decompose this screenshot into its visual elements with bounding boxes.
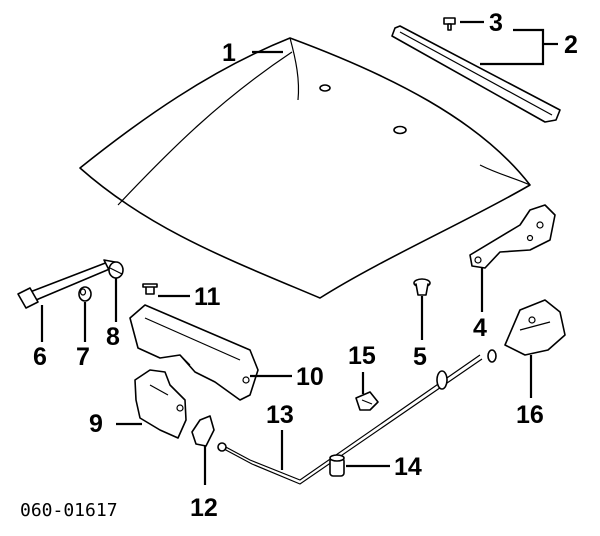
diagram-reference-code: 060-01617: [20, 500, 118, 521]
callout-5: 5: [413, 343, 427, 371]
prop-rod-holder: [108, 261, 124, 279]
latch-support-bracket: [129, 304, 259, 401]
prop-rod-grommet: [78, 286, 92, 302]
release-handle: [191, 415, 215, 447]
callout-12: 12: [190, 494, 218, 522]
callout-14: 14: [394, 453, 422, 481]
callout-9: 9: [89, 410, 103, 438]
hood-hinge: [469, 204, 556, 269]
callout-1: 1: [222, 39, 236, 67]
callout-13: 13: [266, 401, 294, 429]
callout-16: 16: [516, 401, 544, 429]
cable-clip: [355, 391, 379, 411]
callout-10: 10: [296, 363, 324, 391]
hood-bumper: [413, 278, 431, 296]
callout-6: 6: [33, 343, 47, 371]
callout-2: 2: [564, 31, 578, 59]
callout-11: 11: [194, 283, 221, 311]
callout-3: 3: [489, 9, 503, 37]
callout-7: 7: [76, 343, 90, 371]
callout-8: 8: [106, 323, 120, 351]
hood-weatherstrip: [391, 25, 561, 123]
hood-prop-rod: [17, 259, 119, 309]
hood-panel: [79, 37, 531, 299]
leader-lines: [40, 20, 558, 485]
weatherstrip-clip: [443, 17, 456, 31]
latch-bolt: [142, 283, 158, 295]
callout-numbers: 1 3 2 6 7 8 11 10 9 12 13 14 15 5 4 16: [33, 9, 578, 522]
hood-latch: [134, 369, 187, 439]
cable-sleeve: [329, 454, 345, 477]
release-cable: [217, 349, 497, 485]
callout-15: 15: [348, 342, 376, 370]
callout-4: 4: [473, 314, 487, 342]
safety-catch-lever: [504, 299, 566, 356]
